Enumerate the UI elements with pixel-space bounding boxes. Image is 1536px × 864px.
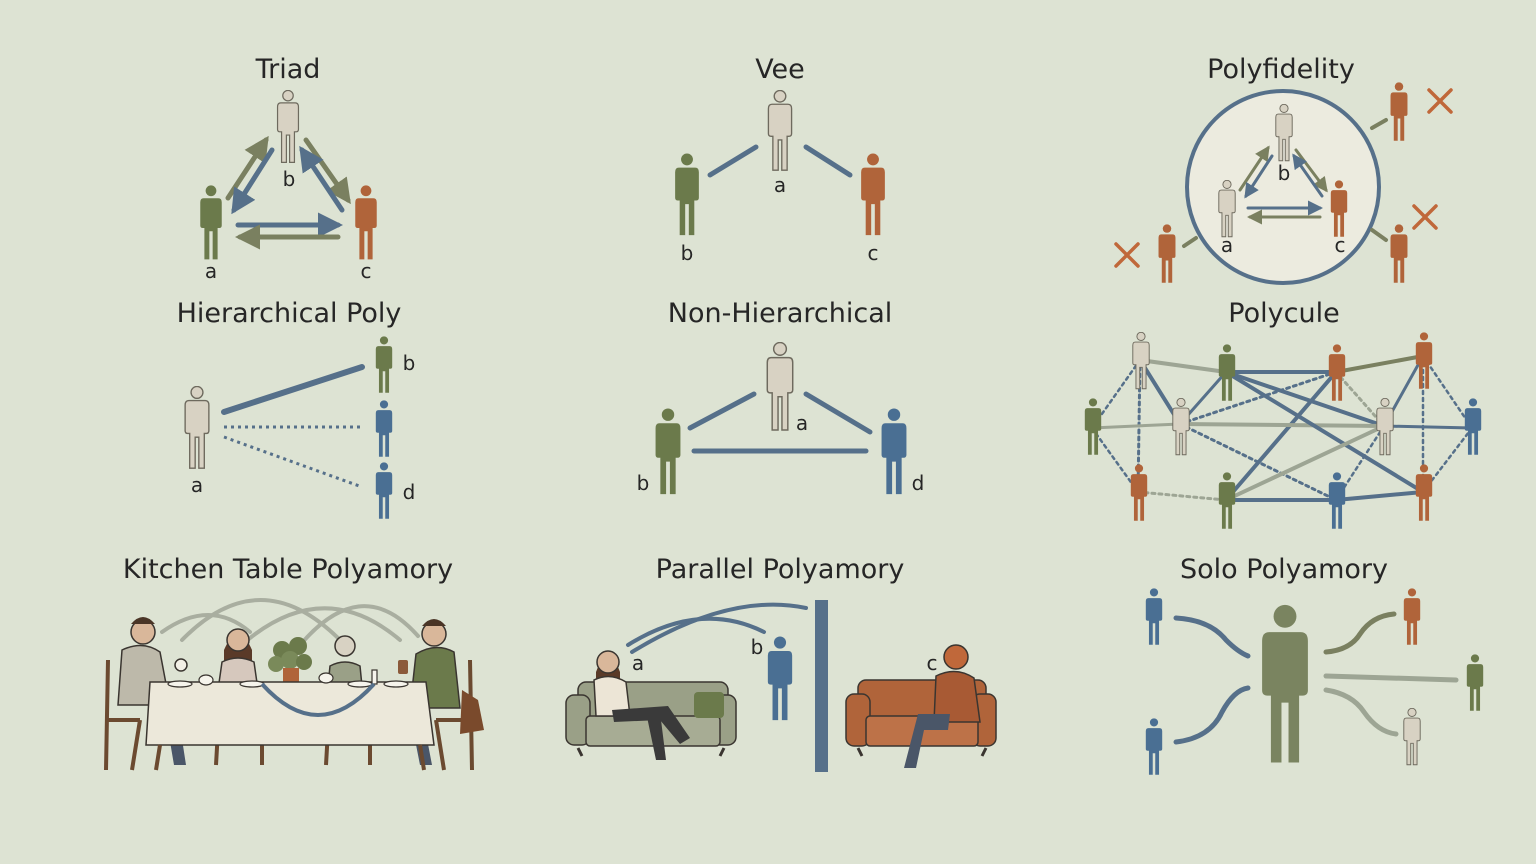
panel-title-solo: Solo Polyamory xyxy=(1180,554,1388,585)
person-c-icon xyxy=(375,400,393,457)
label-b: b xyxy=(1278,161,1291,185)
label-b: b xyxy=(403,351,416,375)
panel-title-kitchen-table: Kitchen Table Polyamory xyxy=(123,554,453,585)
panel-title-polycule: Polycule xyxy=(1228,298,1339,329)
connection-arcs xyxy=(160,598,420,652)
diner-child xyxy=(327,635,363,687)
person-a-icon xyxy=(767,90,793,171)
excluded-cross-icon xyxy=(1114,88,1453,268)
panel-hierarchical: Hierarchical Poly a b d xyxy=(177,298,416,519)
plant-centerpiece-icon xyxy=(268,637,312,682)
person-b-icon xyxy=(375,336,393,393)
polycule-links xyxy=(1090,354,1474,502)
person-icon xyxy=(1376,398,1394,456)
label-c: c xyxy=(868,241,879,265)
label-c: c xyxy=(361,259,372,283)
label-a: a xyxy=(796,411,808,435)
outsider-person-icon xyxy=(1390,82,1408,141)
label-a: a xyxy=(191,473,203,497)
person-icon xyxy=(1218,344,1236,401)
label-a: a xyxy=(774,173,786,197)
person-b-icon xyxy=(276,90,300,164)
vee-links xyxy=(707,144,853,178)
person-a-icon xyxy=(200,185,222,260)
outsider-person-icon xyxy=(1390,224,1408,283)
person-icon xyxy=(1464,398,1482,455)
person-c-icon xyxy=(355,185,377,260)
person-icon xyxy=(1218,472,1236,529)
triad-arrows xyxy=(225,135,351,250)
panel-parallel: Parallel Polyamory a b xyxy=(565,554,997,772)
label-a: a xyxy=(1221,233,1233,257)
person-d-icon xyxy=(881,408,907,495)
person-a-icon xyxy=(184,386,210,469)
person-icon xyxy=(1415,464,1433,521)
label-d: d xyxy=(403,480,416,504)
label-d: d xyxy=(912,471,925,495)
label-b: b xyxy=(751,635,764,659)
outsider-links xyxy=(1182,118,1388,248)
separation-wall xyxy=(815,600,828,772)
person-icon xyxy=(1328,472,1346,529)
panel-vee: Vee a b c xyxy=(675,54,885,265)
label-c: c xyxy=(927,651,938,675)
connection-arc xyxy=(630,602,808,654)
person-c-icon xyxy=(861,153,885,236)
outsider-person-icon xyxy=(1158,224,1176,283)
panel-title-vee: Vee xyxy=(755,54,805,85)
closed-group-circle xyxy=(1185,89,1381,285)
partner-person-icon xyxy=(1403,588,1421,645)
person-icon xyxy=(1084,398,1102,455)
polyfidelity-arrows xyxy=(1238,145,1328,225)
dining-table xyxy=(145,681,435,746)
tableware xyxy=(167,669,409,688)
person-icon xyxy=(1172,398,1190,456)
partner-person-icon xyxy=(1403,708,1421,766)
label-a: a xyxy=(205,259,217,283)
label-b: b xyxy=(283,167,296,191)
panel-kitchen-table: Kitchen Table Polyamory xyxy=(104,554,484,771)
person-icon xyxy=(1328,344,1346,401)
person-a-icon xyxy=(766,342,794,431)
partner-person-icon xyxy=(1145,718,1163,775)
secondary-link xyxy=(223,435,363,489)
label-b: b xyxy=(681,241,694,265)
person-b-icon xyxy=(655,408,681,495)
person-icon xyxy=(1132,332,1150,390)
person-d-icon xyxy=(375,462,393,519)
panel-title-hierarchical: Hierarchical Poly xyxy=(177,298,402,329)
person-b-icon xyxy=(767,636,793,721)
partner-person-icon xyxy=(1145,588,1163,645)
panel-polycule: Polycule xyxy=(1084,298,1482,529)
partner-person-icon xyxy=(1466,654,1484,711)
chairs xyxy=(104,659,474,771)
person-b-icon xyxy=(675,153,699,236)
panel-title-non-hierarchical: Non-Hierarchical xyxy=(668,298,893,329)
man-on-sofa xyxy=(904,644,981,768)
panel-non-hierarchical: Non-Hierarchical a b d xyxy=(637,298,925,495)
solo-links xyxy=(1173,611,1459,745)
panel-title-parallel: Parallel Polyamory xyxy=(656,554,905,585)
panel-title-triad: Triad xyxy=(255,54,321,85)
central-person-icon xyxy=(1262,604,1308,763)
label-c: c xyxy=(1335,233,1346,257)
woman-on-sofa xyxy=(593,650,690,760)
panel-title-polyfidelity: Polyfidelity xyxy=(1207,54,1355,85)
label-b: b xyxy=(637,471,650,495)
primary-link xyxy=(221,364,365,415)
equal-links xyxy=(687,391,873,454)
panel-polyfidelity: Polyfidelity b a c xyxy=(1114,54,1453,285)
connection-arc xyxy=(260,682,376,717)
panel-triad: Triad a b c xyxy=(200,54,377,283)
panel-solo: Solo Polyamory xyxy=(1145,554,1484,775)
label-a: a xyxy=(632,651,644,675)
